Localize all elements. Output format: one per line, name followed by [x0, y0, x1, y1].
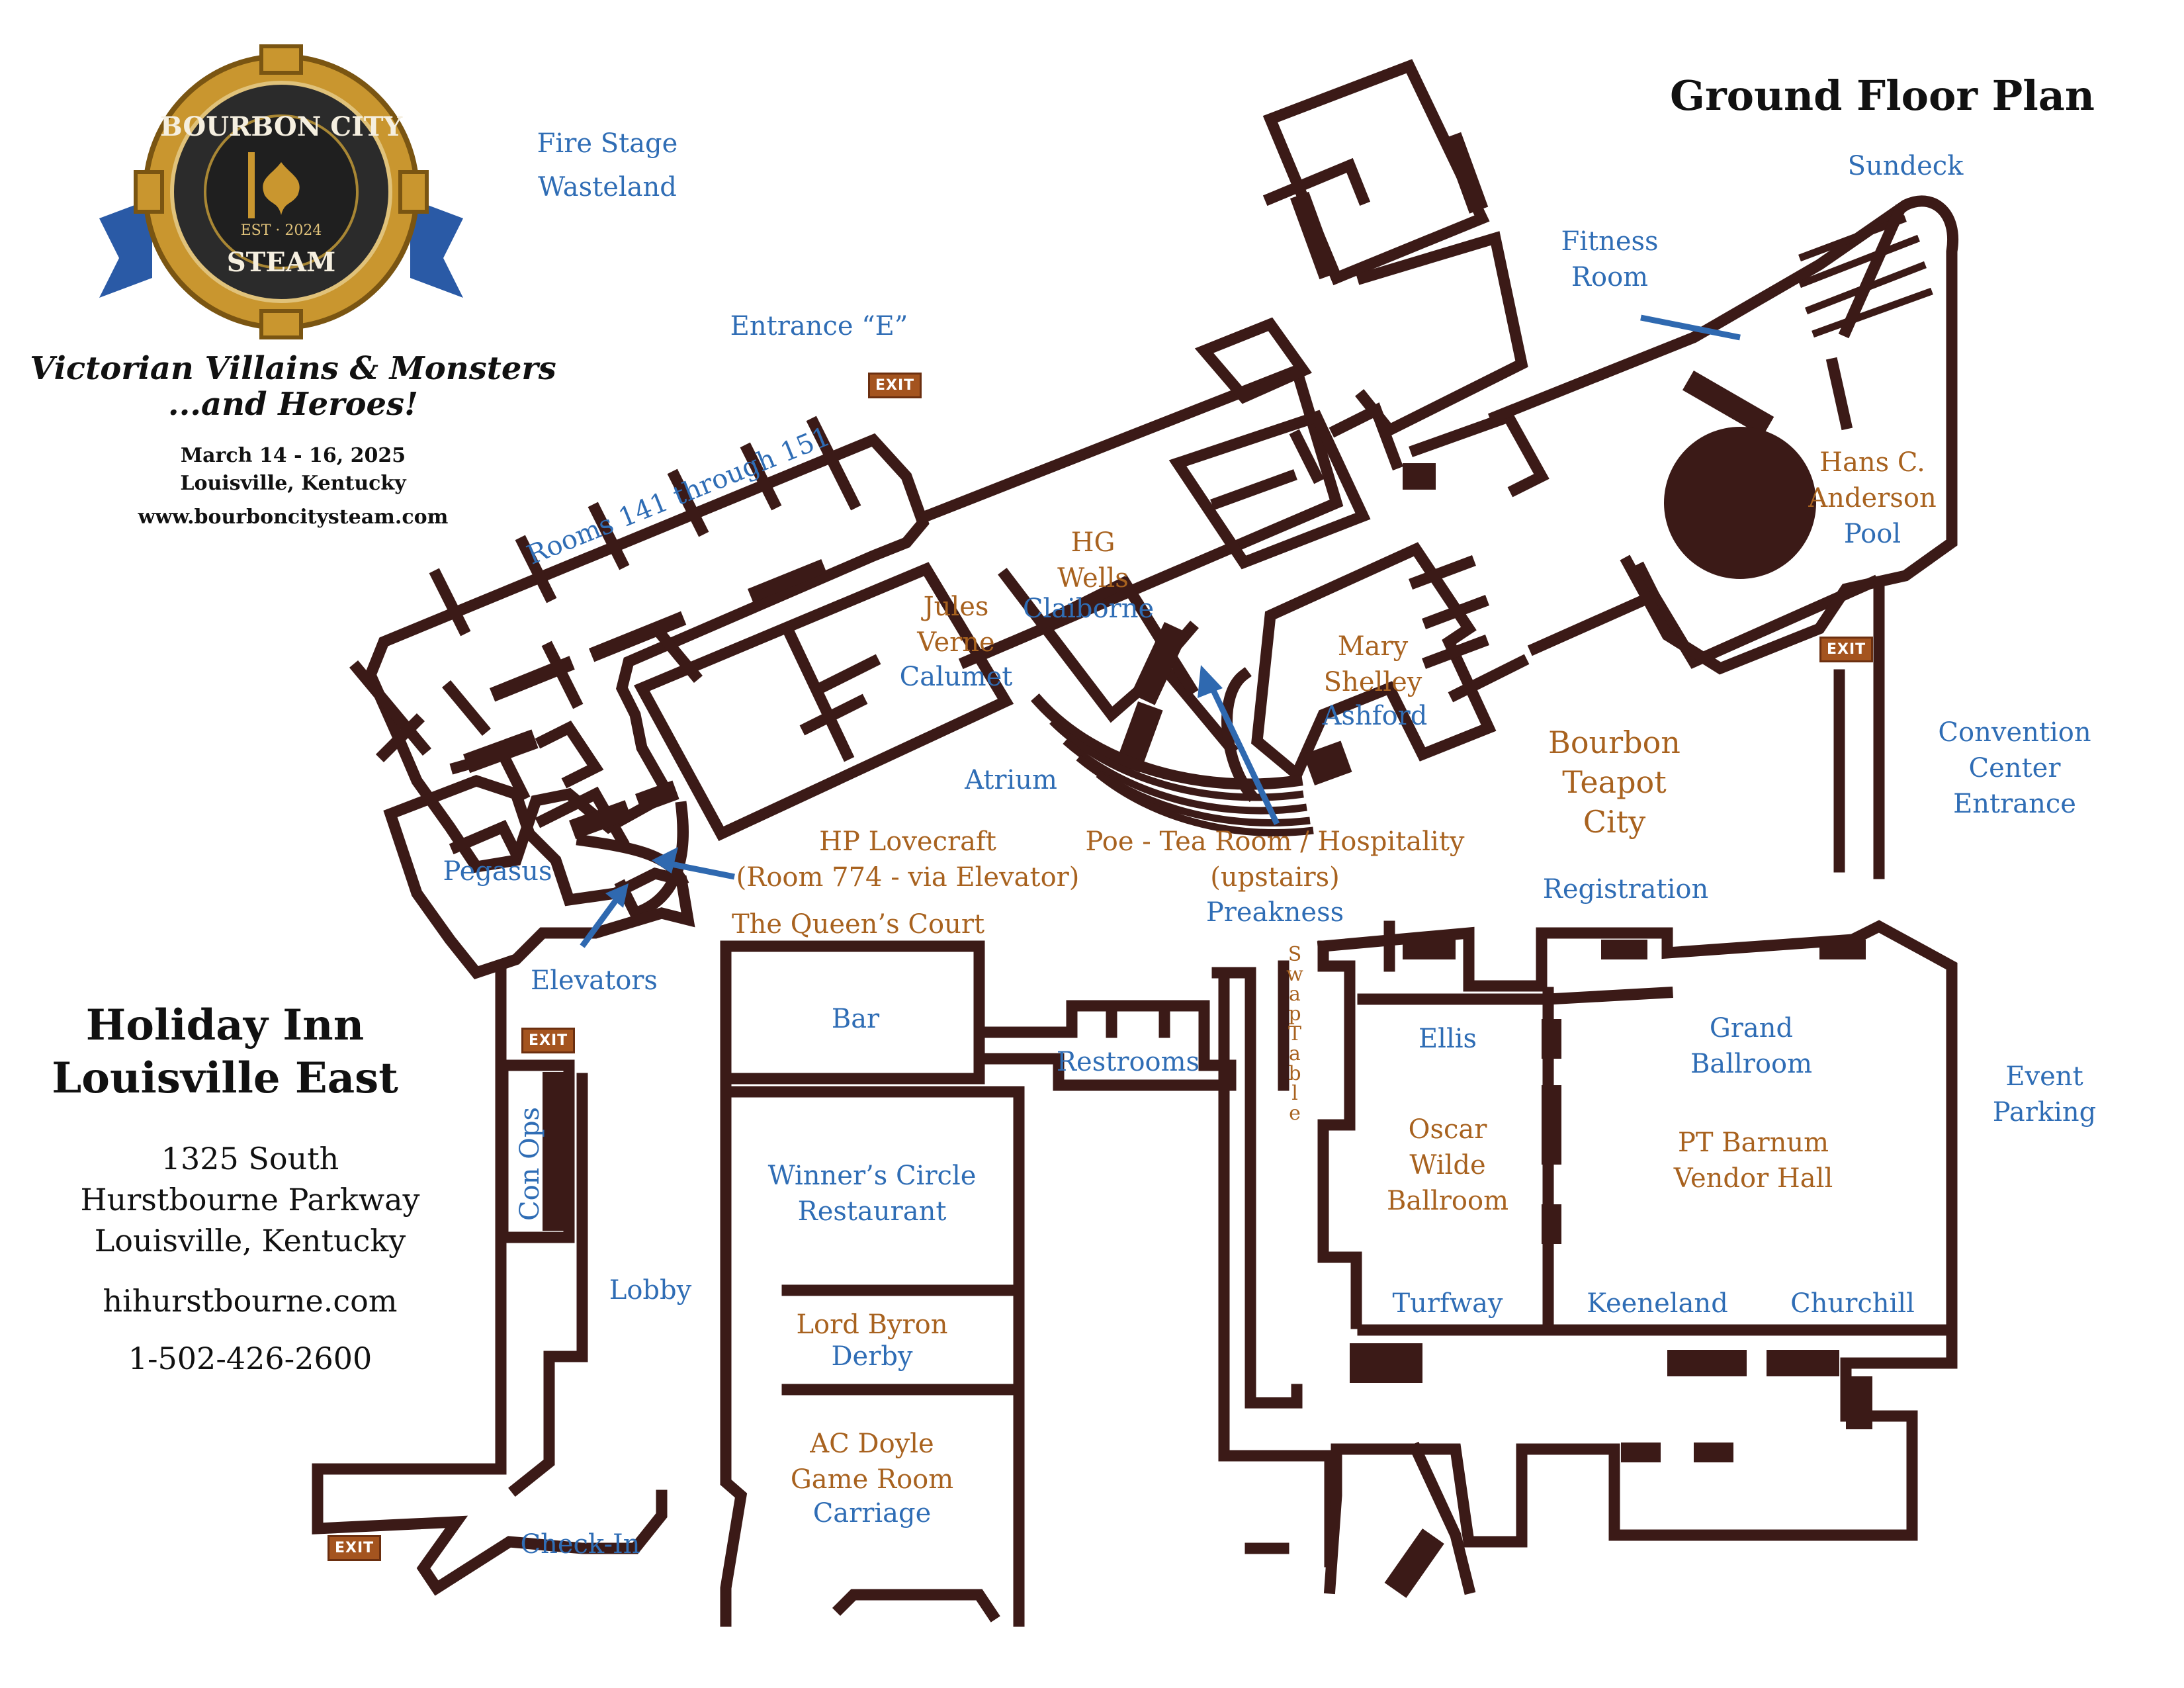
exit-sign-check-in: EXIT — [328, 1535, 382, 1561]
label-ellis: Ellis — [1418, 1024, 1477, 1054]
label-pool: Pool — [1843, 519, 1901, 549]
logo: BOURBON CITY STEAM EST · 2024 — [99, 44, 463, 339]
label-ashford: Ashford — [1322, 701, 1428, 731]
arrows — [580, 314, 1741, 948]
label-carriage: Carriage — [812, 1498, 932, 1529]
label-pt-barnum: PT Barnum Vendor Hall — [1673, 1128, 1833, 1194]
label-bourbon-teapot-city: Bourbon Teapot City — [1548, 725, 1681, 840]
label-hans-anderson: Hans C. Anderson — [1808, 447, 1937, 513]
logo-established: EST · 2024 — [241, 222, 322, 239]
exit-sign-pool: EXIT — [1819, 637, 1874, 662]
label-sundeck: Sundeck — [1847, 151, 1964, 181]
exit-sign-elevators: EXIT — [521, 1028, 576, 1053]
label-ac-doyle: AC Doyle Game Room — [790, 1429, 954, 1495]
label-registration: Registration — [1542, 874, 1709, 905]
atrium-stairs — [1030, 621, 1352, 836]
label-lobby: Lobby — [609, 1275, 692, 1306]
label-check-in: Check-In — [520, 1529, 640, 1560]
label-elevators: Elevators — [531, 965, 658, 996]
logo-ring-top: BOURBON CITY — [160, 111, 403, 142]
label-keeneland: Keeneland — [1587, 1288, 1728, 1319]
label-churchill: Churchill — [1790, 1288, 1915, 1319]
hotel-website[interactable]: hihurstbourne.com — [103, 1283, 398, 1319]
event-dates: March 14 - 16, 2025 Louisville, Kentucky — [180, 444, 406, 495]
label-jules-verne: Jules Verne — [917, 592, 995, 658]
label-con-ops: Con Ops — [515, 1106, 545, 1221]
hotel-name: Holiday Inn Louisville East — [52, 1000, 398, 1103]
hotel-address: 1325 South Hurstbourne Parkway Louisvill… — [80, 1141, 420, 1259]
label-restrooms: Restrooms — [1056, 1047, 1200, 1077]
label-hp-lovecraft: HP Lovecraft (Room 774 - via Elevator) — [736, 826, 1080, 893]
label-derby: Derby — [831, 1341, 913, 1372]
label-mary-shelley: Mary Shelley — [1323, 631, 1422, 697]
label-winners-circle: Winner’s Circle Restaurant — [767, 1161, 977, 1227]
label-lord-byron: Lord Byron — [796, 1310, 948, 1340]
label-poe: Poe - Tea Room / Hospitality (upstairs) — [1085, 826, 1465, 893]
label-queens-court: The Queen’s Court — [731, 909, 985, 940]
pool-wing — [1487, 195, 1958, 879]
label-claiborne: Claiborne — [1022, 594, 1155, 624]
pegasus-block — [383, 729, 695, 979]
logo-ring-bottom: STEAM — [227, 247, 335, 278]
label-bar: Bar — [831, 1004, 880, 1034]
hotel-phone[interactable]: 1-502-426-2600 — [128, 1341, 372, 1376]
label-wasteland: Wasteland — [538, 172, 677, 202]
label-calumet: Calumet — [899, 662, 1013, 692]
label-oscar-wilde: Oscar Wilde Ballroom — [1386, 1114, 1509, 1216]
label-pegasus: Pegasus — [443, 856, 552, 887]
label-grand-ballroom: Grand Ballroom — [1690, 1013, 1813, 1079]
map-title: Ground Floor Plan — [1670, 71, 2095, 120]
label-atrium: Atrium — [965, 765, 1057, 795]
label-fitness-room: Fitness Room — [1561, 226, 1659, 292]
label-turfway: Turfway — [1392, 1288, 1503, 1319]
event-website[interactable]: www.bourboncitysteam.com — [138, 506, 449, 529]
label-fire-stage: Fire Stage — [537, 128, 678, 159]
exit-sign-entrance-e: EXIT — [868, 373, 922, 398]
label-preakness: Preakness — [1205, 897, 1344, 928]
label-event-parking: Event Parking — [1992, 1061, 2097, 1128]
label-convention-center: Convention Center Entrance — [1938, 717, 2091, 819]
ballroom-block — [1317, 920, 1958, 1598]
label-entrance-e: Entrance “E” — [730, 311, 908, 341]
label-hg-wells: HG Wells — [1057, 527, 1129, 594]
lobby-block — [312, 940, 1336, 1627]
event-tagline: Victorian Villains & Monsters ...and Her… — [30, 350, 556, 423]
